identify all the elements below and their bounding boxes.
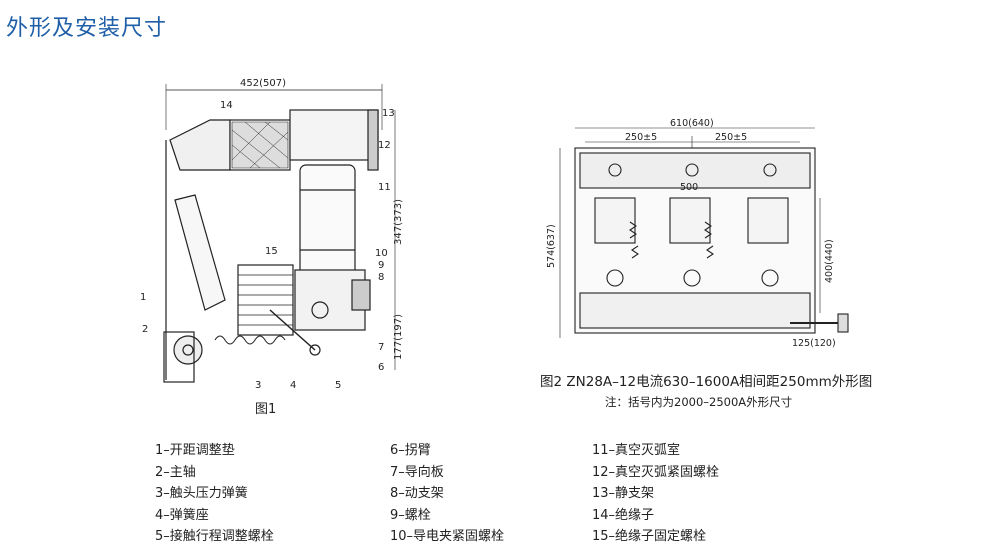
legend-item: 6–拐臂	[390, 443, 431, 458]
fig2-inner-dim: 500	[680, 182, 698, 193]
fig1-callout-8: 8	[378, 272, 384, 283]
fig1-callout-7: 7	[378, 342, 384, 353]
fig1-callout-13: 13	[382, 108, 395, 119]
fig1-height-lower-dim: 177(197)	[393, 314, 404, 360]
fig1-callout-1: 1	[140, 292, 146, 303]
fig1-callout-9: 9	[378, 260, 384, 271]
legend-item: 2–主轴	[155, 464, 196, 480]
fig1-callout-6: 6	[378, 362, 384, 373]
fig1-callout-14: 14	[220, 100, 233, 111]
legend-item: 9–螺栓	[390, 507, 431, 523]
fig2-shaft-dim: 125(120)	[792, 338, 836, 349]
fig1-callout-5: 5	[335, 380, 341, 391]
fig2-height-dim: 574(637)	[546, 224, 557, 268]
page-title: 外形及安装尺寸	[6, 16, 168, 41]
fig2-pitch-left-dim: 250±5	[625, 132, 657, 143]
legend-item: 7–导向板	[390, 464, 444, 480]
figure-2-drawing: 610(640) 250±5 250±5 500 574(637) 400(44…	[546, 118, 849, 349]
figure-2-caption: 图2 ZN28A–12电流630–1600A相间距250mm外形图	[540, 374, 873, 390]
fig1-callout-3: 3	[255, 380, 261, 391]
fig1-callout-2: 2	[142, 324, 148, 335]
legend-item: 4–弹簧座	[155, 507, 209, 523]
fig1-callout-10: 10	[375, 248, 388, 259]
legend-item: 8–动支架	[390, 486, 444, 502]
legend-column-1: 1–开距调整垫 2–主轴 3–触头压力弹簧 4–弹簧座 5–接触行程调整螺栓	[155, 440, 274, 548]
fig1-callout-12: 12	[378, 140, 391, 151]
fig1-callout-15: 15	[265, 246, 278, 257]
figure-1-drawing: 452(507) 347(373) 177(197) 1 2 3 4 5 6 7…	[140, 78, 404, 391]
fig2-width-dim: 610(640)	[670, 118, 714, 129]
fig1-width-dim: 452(507)	[240, 78, 286, 89]
fig1-callout-4: 4	[290, 380, 296, 391]
legend-column-3: 11–真空灭弧室 12–真空灭弧紧固螺栓 13–静支架 14–绝缘子 15–绝缘…	[592, 440, 719, 548]
fig2-pitch-right-dim: 250±5	[715, 132, 747, 143]
fig1-height-upper-dim: 347(373)	[393, 199, 404, 245]
legend-item: 1–开距调整垫	[155, 443, 235, 458]
legend-item: 13–静支架	[592, 486, 655, 502]
legend-column-2: 6–拐臂 7–导向板 8–动支架 9–螺栓 10–导电夹紧固螺栓	[390, 440, 504, 548]
fig2-height-right-dim: 400(440)	[824, 239, 835, 283]
figure-1-caption: 图1	[255, 402, 277, 417]
legend-item: 5–接触行程调整螺栓	[155, 529, 274, 545]
fig1-callout-11: 11	[378, 182, 391, 193]
legend-item: 10–导电夹紧固螺栓	[390, 529, 505, 545]
legend-item: 12–真空灭弧紧固螺栓	[592, 464, 720, 480]
legend-item: 14–绝缘子	[592, 507, 655, 523]
legend-item: 3–触头压力弹簧	[155, 486, 248, 502]
legend-item: 15–绝缘子固定螺栓	[592, 529, 707, 545]
legend-item: 11–真空灭弧室	[592, 443, 681, 458]
figure-2-note: 注：括号内为2000–2500A外形尺寸	[605, 395, 793, 409]
